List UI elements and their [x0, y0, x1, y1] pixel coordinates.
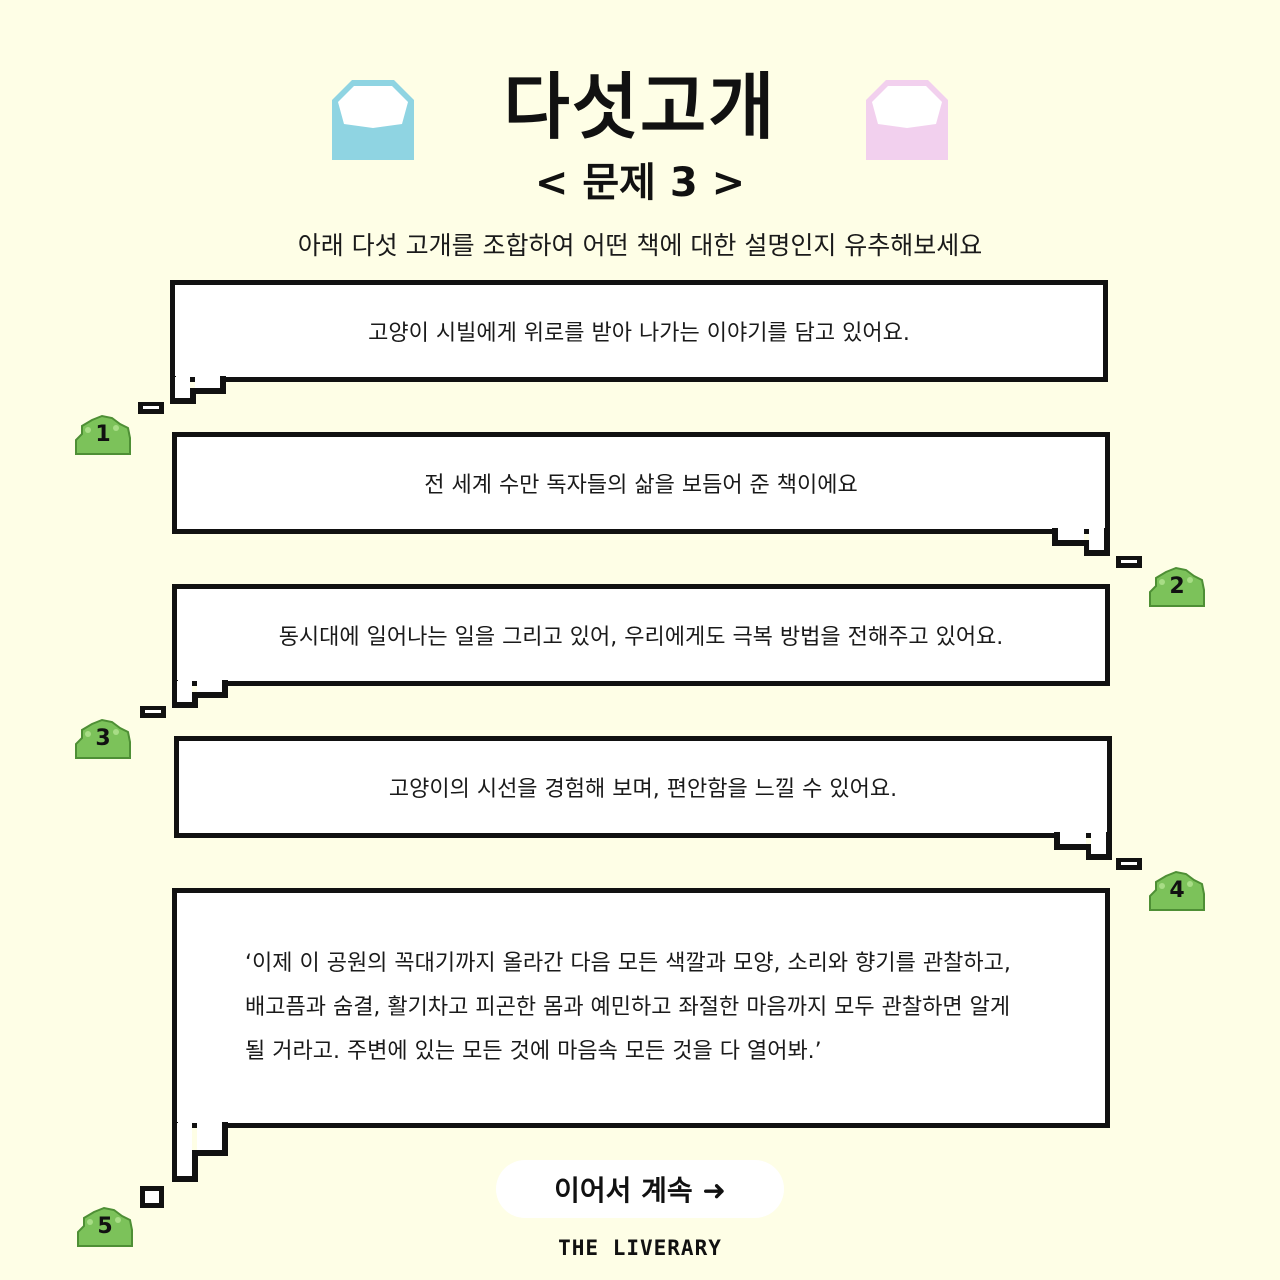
hint-quote-line: 될 거라고. 주변에 있는 모든 것에 마음속 모든 것을 다 열어봐.’: [245, 1039, 822, 1064]
hint-text-2: 전 세계 수만 독자들의 삶을 보듬어 준 책이에요: [424, 473, 858, 498]
hint-number-badge-3: 3: [72, 718, 134, 762]
hint-number-badge-2: 2: [1146, 566, 1208, 610]
envelope-icon-right: [866, 80, 948, 160]
instruction-text: 아래 다섯 고개를 조합하여 어떤 책에 대한 설명인지 유추해보세요: [297, 231, 983, 260]
hint-number-5: 5: [97, 1214, 113, 1239]
hint-quote-line: 배고픔과 숨결, 활기차고 피곤한 몸과 예민하고 좌절한 마음까지 모두 관찰…: [245, 995, 1011, 1020]
hint-bubble-2: 전 세계 수만 독자들의 삶을 보듬어 준 책이에요: [172, 432, 1110, 534]
hint-number-badge-1: 1: [72, 414, 134, 458]
bush-icon: [1149, 566, 1205, 607]
brand-footer: THE LIVERARY: [558, 1236, 722, 1260]
hint-quote-line: ‘이제 이 공원의 꼭대기까지 올라간 다음 모든 색깔과 모양, 소리와 향기…: [245, 951, 1011, 976]
page-subtitle: < 문제 3 >: [534, 160, 746, 206]
hint-text-4: 고양이의 시선을 경험해 보며, 편안함을 느낄 수 있어요.: [388, 777, 898, 802]
hint-bubble-4: 고양이의 시선을 경험해 보며, 편안함을 느낄 수 있어요.: [174, 736, 1112, 838]
hint-number-1: 1: [95, 422, 111, 447]
hint-text-1: 고양이 시빌에게 위로를 받아 나가는 이야기를 담고 있어요.: [368, 321, 910, 346]
continue-button[interactable]: 이어서 계속 ➜: [496, 1160, 784, 1218]
bush-icon: [1149, 870, 1205, 911]
hint-quote-5: ‘이제 이 공원의 꼭대기까지 올라간 다음 모든 색깔과 모양, 소리와 향기…: [245, 942, 1011, 1074]
bush-icon: [77, 1206, 133, 1247]
hint-text-3: 동시대에 일어나는 일을 그리고 있어, 우리에게도 극복 방법을 전해주고 있…: [278, 625, 1004, 650]
hint-bubble-1: 고양이 시빌에게 위로를 받아 나가는 이야기를 담고 있어요.: [170, 280, 1108, 382]
hint-bubble-3: 동시대에 일어나는 일을 그리고 있어, 우리에게도 극복 방법을 전해주고 있…: [172, 584, 1110, 686]
hint-number-4: 4: [1169, 878, 1185, 903]
bush-icon: [75, 414, 131, 455]
envelope-icon-left: [332, 80, 414, 160]
hint-number-3: 3: [95, 726, 111, 751]
hint-number-badge-4: 4: [1146, 870, 1208, 914]
page-title: 다섯고개: [503, 65, 777, 149]
hint-number-2: 2: [1169, 574, 1185, 599]
bush-icon: [75, 718, 131, 759]
hint-bubble-5: ‘이제 이 공원의 꼭대기까지 올라간 다음 모든 색깔과 모양, 소리와 향기…: [172, 888, 1110, 1128]
hint-number-badge-5: 5: [74, 1206, 136, 1250]
